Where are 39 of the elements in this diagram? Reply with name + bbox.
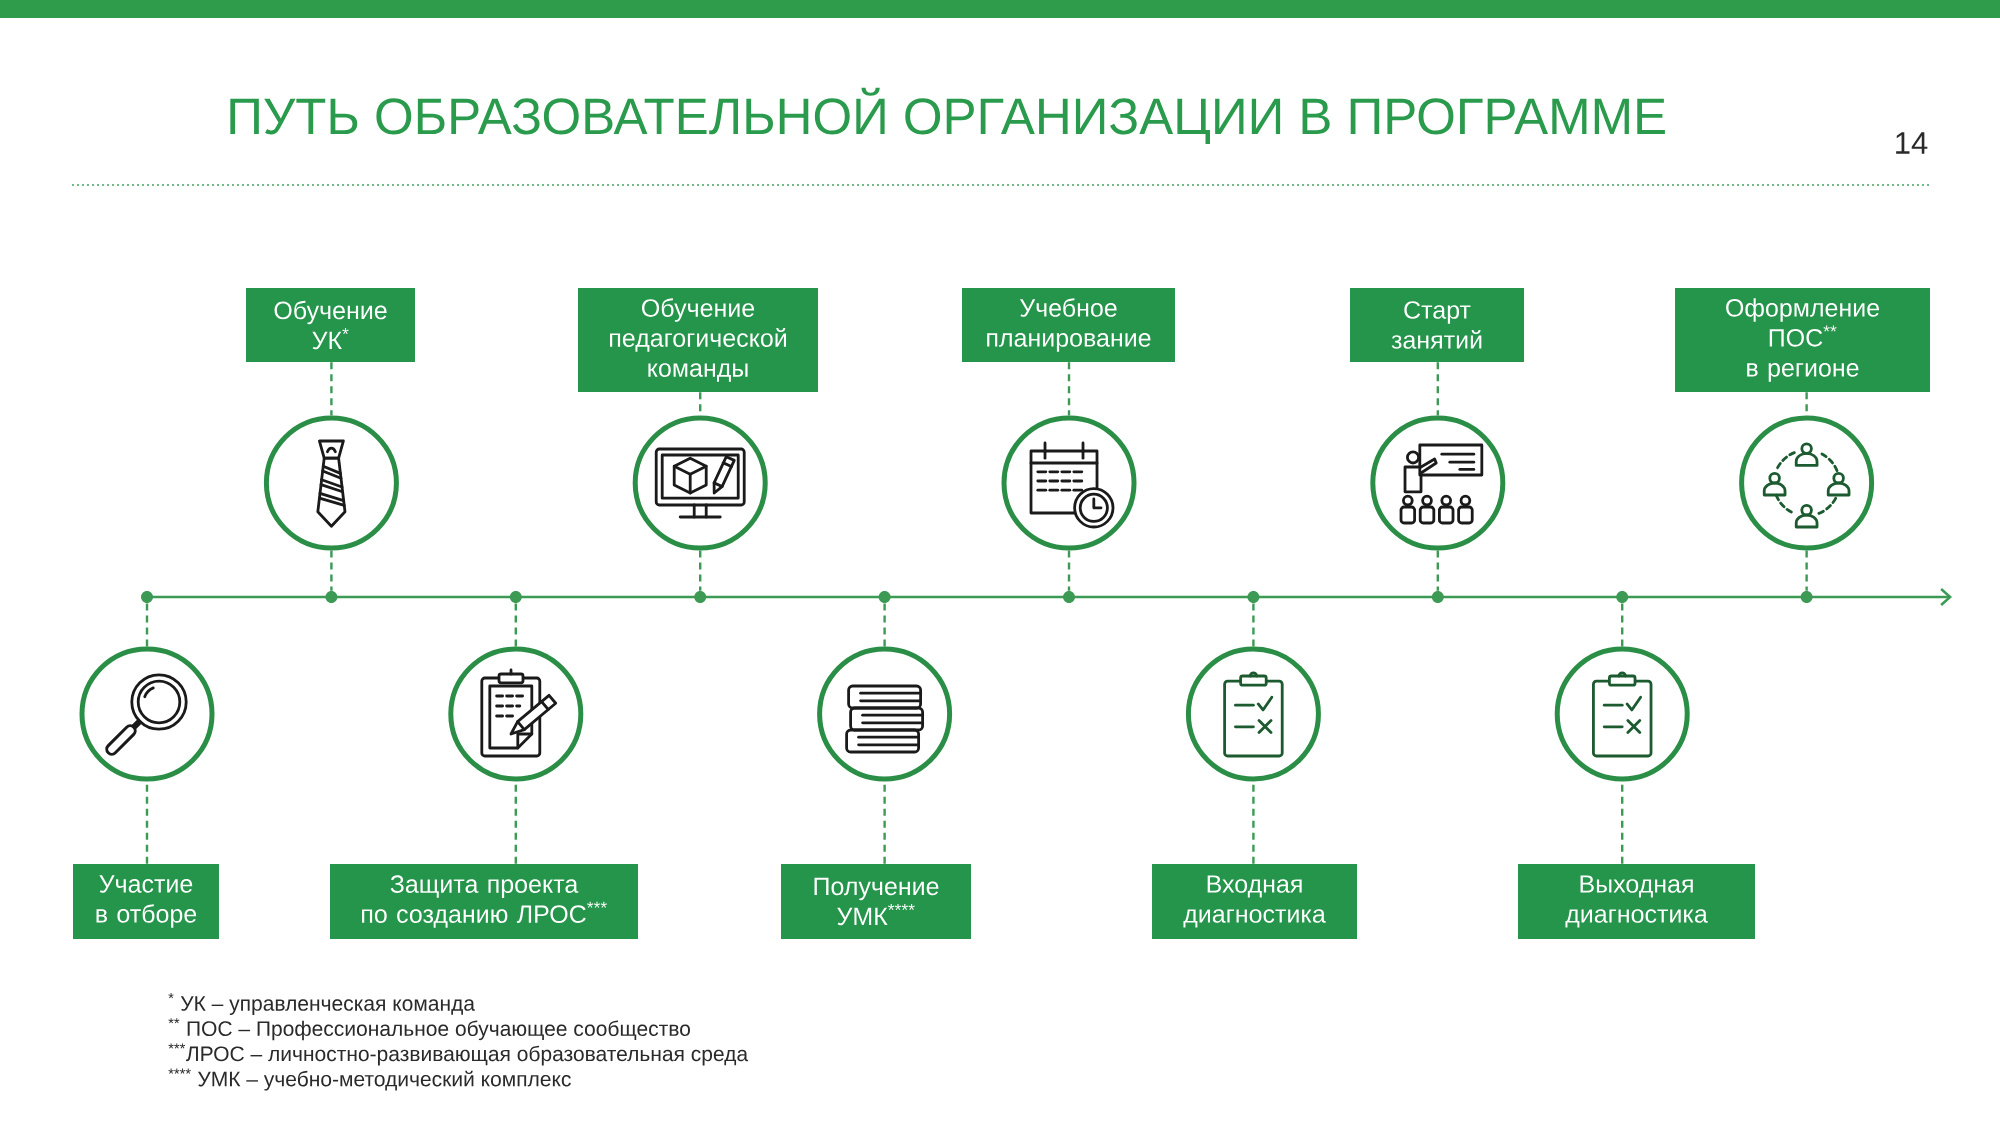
step-box: Получение УМК$^{****}$ [781, 864, 971, 939]
dashed-connector [1805, 550, 1808, 591]
step-circle [1001, 415, 1137, 551]
step-box: Защита проекта по созданию ЛРОС$^{***}$ [330, 864, 638, 939]
footnote: $^{*}$ УК – управленческая команда [168, 993, 475, 1015]
dashed-connector [1067, 362, 1071, 416]
step-circle [1370, 415, 1506, 551]
step-box: Входная диагностика [1152, 864, 1357, 939]
dashed-connector [1436, 550, 1439, 591]
dashed-connector [330, 550, 333, 591]
step-circle [263, 415, 399, 551]
step-circle [632, 415, 768, 551]
step-circle [79, 646, 215, 782]
step-box: Обучение УК$^{*}$ [246, 288, 415, 362]
dashed-connector [1067, 550, 1071, 591]
dashed-connector [145, 603, 149, 647]
step-box: Участие в отборе [73, 864, 219, 939]
dashed-connector [1436, 362, 1439, 416]
dashed-connector [883, 603, 886, 647]
step-circle [448, 646, 584, 782]
dashed-connector [1252, 603, 1255, 647]
footnote: $^{**}$ ПОС – Профессиональное обучающее сообщество [168, 1018, 690, 1041]
dashed-connector [699, 550, 702, 591]
dashed-connector [1621, 603, 1624, 647]
footnote: $^{***}$ЛРОС – личностно-развивающая образовательная среда [168, 1043, 749, 1066]
step-box: Учебное планирование [962, 288, 1175, 362]
title: ПУТЬ ОБРАЗОВАТЕЛЬНОЙ ОРГАНИЗАЦИИ В ПРОГРАММЕ [230, 87, 1665, 145]
step-box: Выходная диагностика [1518, 864, 1755, 939]
step-box: Обучение педагогической команды [578, 288, 818, 392]
step-circle [817, 646, 953, 782]
dashed-connector [514, 603, 517, 647]
page-number: 14 [1896, 132, 1928, 154]
dashed-connector [330, 362, 333, 416]
step-circle [1554, 646, 1690, 782]
step-box: Оформление ПОС$^{**}$ в регионе [1675, 288, 1930, 392]
step-circle [1739, 415, 1875, 551]
step-circle [1185, 646, 1321, 782]
footnote: $^{****}$ УМК – учебно-методический комплекс [168, 1068, 571, 1091]
step-box: Старт занятий [1350, 288, 1524, 362]
